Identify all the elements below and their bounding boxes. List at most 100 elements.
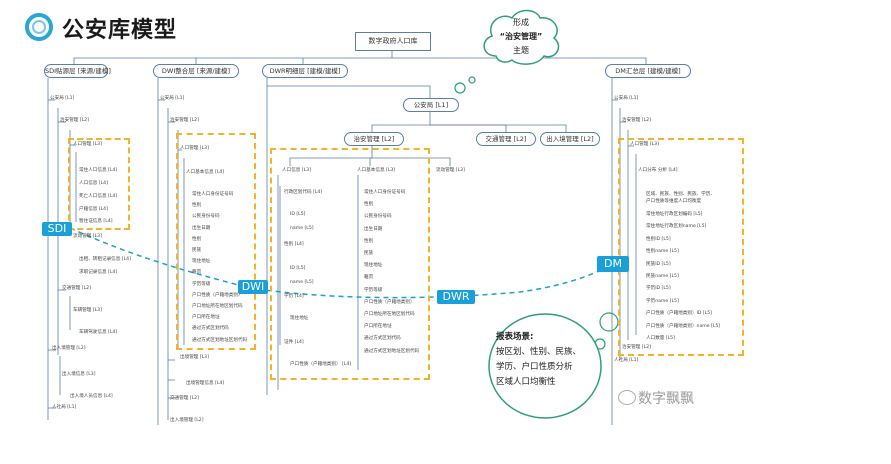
dwr-mid-field: 户口性质（户籍地类别）: [364, 299, 415, 305]
dwr-mid-field: 性别: [364, 202, 374, 208]
dwr-mid-field: 通过方式区划地址区划代码: [364, 348, 420, 354]
cloud-line-2: “治安管理”: [499, 32, 543, 41]
sdi-l1: 公安局 [L1]: [50, 96, 75, 101]
dwi-l1: 公安局 [L1]: [160, 96, 185, 101]
dwr-mid-field: 学历等级: [364, 287, 383, 293]
dm-desc-1: 区域、民族、性别、民族、学历、: [646, 192, 715, 197]
dwi-l3c: 出境管理信息 [L4]: [186, 381, 225, 386]
sdi-item: 人口信息 [L4]: [79, 181, 108, 186]
dwr-mid-field: 户口所在地址: [364, 324, 392, 330]
sdi-tag: SDI: [42, 222, 72, 236]
dwr-edu: 学历 [L4]: [284, 294, 304, 299]
sdi-traffic-sub: 车辆管理 [L3]: [73, 308, 102, 313]
dwi-tag: DWI: [238, 280, 268, 294]
dwr-gender: 性别 [L4]: [284, 242, 304, 247]
dwi-l3b: 出境管理 [L3]: [180, 355, 209, 360]
dm-field: 常住地址行政区划编码 [L5]: [646, 212, 703, 217]
sdi-l3b: 流动管理 [L3]: [73, 234, 102, 239]
dwi-field: 通过方式区划地址区划代码: [192, 337, 248, 343]
sdi-l2: 治安管理 [L2]: [60, 118, 89, 123]
dwr-security-node: 治安管理 [L2]: [344, 132, 404, 146]
cloud-text: 形成 “治安管理” 主题: [478, 16, 564, 58]
dm-field: 民族name [L5]: [646, 274, 679, 279]
dm-field: 性别name [L5]: [646, 249, 679, 255]
wechat-icon: [618, 390, 636, 405]
dwr-gender-sub: ID [L5]: [290, 266, 306, 271]
callout-title: 报表场景:: [496, 332, 534, 342]
dwr-left-head: 人口信息 [L3]: [282, 168, 311, 173]
dm-field: 学历name [L5]: [646, 298, 679, 304]
dwr-region-sub: ID [L5]: [290, 212, 306, 217]
dwi-field: 籍贯: [192, 270, 202, 276]
dwi-field: 常住人口身份证号码: [192, 192, 234, 197]
cloud-line-3: 主题: [513, 46, 529, 55]
dwr-tag: DWR: [437, 290, 475, 304]
dm-layer-node: DM汇总层 [建模/建模]: [605, 64, 691, 78]
sdi-item: 户籍信息 [L4]: [79, 207, 108, 212]
dwr-mid-field: 性别: [364, 238, 374, 244]
dwr-gender-sub: name [L5]: [290, 280, 314, 285]
dwr-mid-field: 出生日期: [364, 226, 383, 232]
dwi-field: 性别: [192, 203, 202, 209]
sdi-entry-sub2: 出入境人员信息 [L4]: [70, 394, 113, 399]
dwr-police-node: 公安局 [L1]: [403, 98, 459, 112]
dm-field: 性别ID [L5]: [646, 236, 671, 242]
dwr-mid-field: 常住人口身份证号码: [364, 190, 406, 195]
sdi-traffic-sub2: 车辆驾驶信息 [L4]: [79, 330, 118, 335]
callout-bubble: [488, 313, 602, 419]
dm-l3: 人口管理 [L3]: [630, 142, 659, 147]
dwr-mid-field: 公民身份号码: [364, 214, 392, 220]
sdi-entry: 出入境管理 [L2]: [52, 346, 86, 351]
dwi-field: 民族: [192, 248, 202, 253]
dwi-field: 公民身份号码: [192, 214, 220, 220]
dwi-field: 学历等级: [192, 281, 211, 287]
dwr-mid-head: 人口基本信息 [L3]: [357, 168, 396, 173]
dwr-entry-node: 出入境管理 [L2]: [540, 132, 600, 146]
dwr-region-sub: name [L5]: [290, 226, 314, 231]
dm-l4: 人口分布 分析 [L4]: [638, 168, 678, 173]
dwi-field: 出生日期: [192, 225, 211, 231]
dwi-traffic: 交通管理 [L2]: [170, 396, 199, 401]
dwr-layer-node: DWR明细层 [建模/建模]: [262, 64, 348, 78]
logo-icon: [25, 13, 53, 41]
dm-field: 学历ID [L5]: [646, 286, 671, 292]
callout-line-3: 区域人口均衡性: [496, 377, 556, 387]
sdi-layer-node: SDI贴源层 [来源/建模]: [44, 64, 111, 78]
dwr-cert: 证件 [L4]: [284, 340, 304, 345]
cloud-line-1: 形成: [513, 18, 529, 27]
cloud-shape: [483, 9, 560, 65]
dwr-traffic-node: 交通管理 [L2]: [476, 132, 536, 146]
dwi-field: 现住地址: [192, 259, 211, 265]
dwi-field: 户口性质（户籍地类别）: [192, 292, 243, 298]
dwr-mid-field: 籍贯: [364, 275, 374, 281]
dwr-right-head: 流动管理 [L3]: [436, 168, 465, 173]
dwi-l3: 人口管理 [L3]: [180, 146, 209, 151]
sdi-traffic: 交通管理 [L2]: [62, 286, 91, 291]
callout-line-2: 学历、户口性质分析: [496, 362, 573, 372]
dwr-edu-sub: 现住地址: [290, 316, 309, 321]
sdi-highlight-box: [68, 138, 130, 230]
sdi-itemb: 求职记录信息 [L4]: [79, 270, 118, 275]
dwr-mid-field: 民族: [364, 251, 374, 256]
dwr-cert-sub: 户口性质（户籍地类别） [L4]: [290, 362, 352, 367]
dwr-highlight-box: [270, 148, 430, 380]
dm-field: 户口性质（户籍地类别）ID [L5]: [646, 311, 712, 317]
dm-l2b: 治安管理 [L2]: [622, 345, 651, 350]
dm-highlight-box: [618, 138, 744, 356]
dwi-field: 户口所在地址: [192, 315, 220, 321]
dwr-region: 行政区划代码 [L4]: [284, 190, 323, 195]
sdi-entry-sub: 出入境信息 [L3]: [62, 372, 96, 377]
dwi-entry: 出入境管理 [L2]: [170, 418, 204, 423]
page-title: 公安库模型: [62, 18, 178, 43]
dwi-l2: 治安管理 [L2]: [170, 118, 199, 123]
root-node: 数字政府人口库: [355, 32, 431, 51]
dm-field: 常住地址行政区划name [L5]: [646, 224, 707, 230]
dm-tag: DM: [597, 256, 629, 272]
sdi-item: 常住人口信息 [L4]: [79, 168, 118, 173]
dwi-layer-node: DWI整合层 [来源/建模]: [153, 64, 239, 78]
dwr-mid-field: 通过方式区划代码: [364, 336, 401, 342]
dm-field: 人口数量 [L5]: [646, 336, 675, 341]
dm-l1b: 人社局 [L1]: [614, 358, 639, 363]
sdi-l3: 人口管理 [L3]: [73, 142, 102, 147]
